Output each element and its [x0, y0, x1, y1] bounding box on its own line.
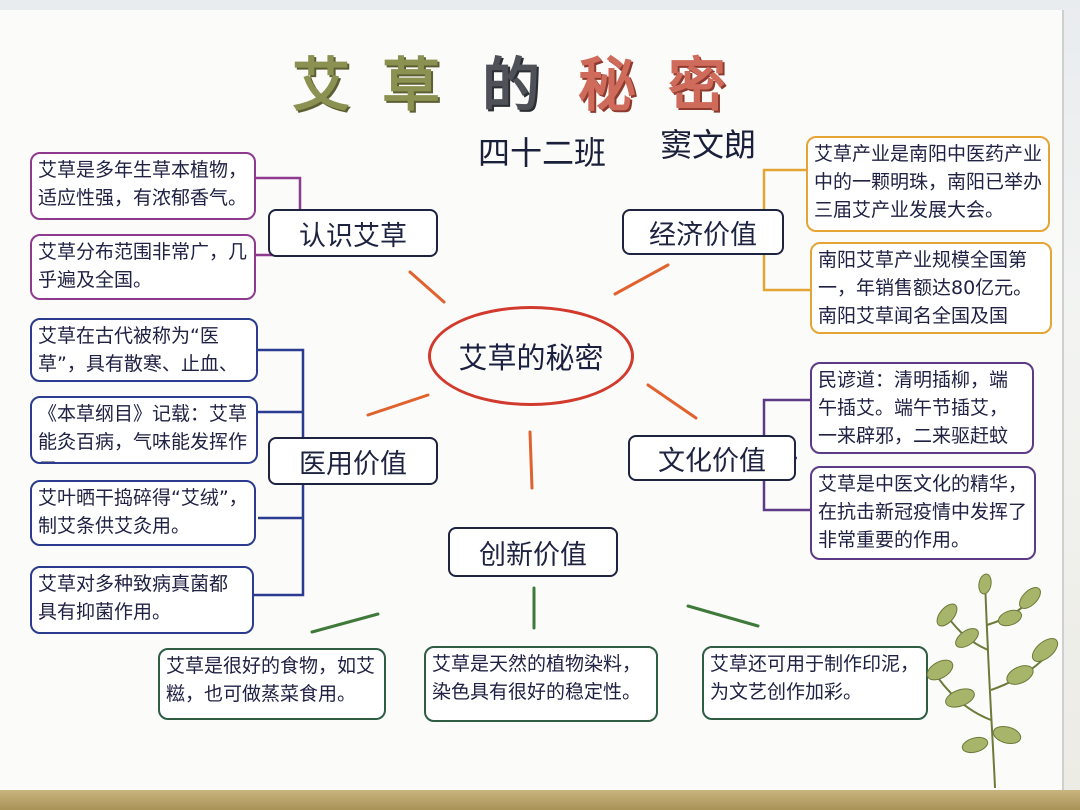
- center-ellipse: 艾草的秘密: [428, 306, 634, 406]
- economy-fact-1: 艾草产业是南阳中医药产业中的一颗明珠，南阳已举办三届艾产业发展大会。: [806, 136, 1050, 232]
- innovation-rays: [310, 586, 760, 634]
- title-char-3: 的: [482, 51, 541, 119]
- medical-fact-2: 《本草纲目》记载：艾草能灸百病，气味能发挥作用。: [30, 396, 258, 464]
- ray-top-right: [613, 263, 670, 296]
- innovation-label: 创新价值: [448, 527, 618, 577]
- ray-bottom-right: [646, 383, 698, 420]
- economy-fact-2: 南阳艾草产业规模全国第一，年销售额达80亿元。南阳艾草闻名全国及国外。: [810, 242, 1052, 334]
- culture-label: 文化价值: [628, 435, 796, 481]
- medical-fact-4: 艾草对多种致病真菌都具有抑菌作用。: [30, 566, 254, 634]
- medical-fact-1: 艾草在古代被称为“医草”，具有散寒、止血、消炎作用。: [30, 318, 258, 382]
- know-fact-1: 艾草是多年生草本植物，适应性强，有浓郁香气。: [30, 152, 256, 220]
- title-char-1: 艾: [292, 51, 351, 119]
- mugwort-plant-drawing: [926, 573, 1059, 789]
- medical-fact-3: 艾叶晒干捣碎得“艾绒”，制艾条供艾灸用。: [30, 480, 256, 546]
- center-rays: [366, 263, 698, 490]
- know-label: 认识艾草: [268, 209, 438, 257]
- ray-bottom-left: [366, 393, 430, 417]
- title-char-5: 密: [668, 51, 727, 119]
- culture-fact-2: 艾草是中医文化的精华，在抗击新冠疫情中发挥了非常重要的作用。: [810, 466, 1036, 560]
- know-fact-2: 艾草分布范围非常广，几乎遍及全国。: [30, 234, 256, 300]
- innovation-fact-1: 艾草是很好的食物，如艾糍，也可做蒸菜食用。: [158, 648, 386, 720]
- ray-bottom: [528, 430, 534, 490]
- innovation-fact-2: 艾草是天然的植物染料，染色具有很好的稳定性。: [424, 646, 658, 722]
- title-char-4: 秘: [578, 51, 637, 119]
- innovation-fact-3: 艾草还可用于制作印泥，为文艺创作加彩。: [702, 646, 928, 720]
- economy-label: 经济价值: [622, 209, 784, 255]
- author-name: 窦文朗: [660, 126, 757, 164]
- medical-label: 医用价值: [268, 437, 438, 485]
- ray-top-left: [408, 270, 446, 304]
- table-edge: [0, 790, 1080, 810]
- class-label: 四十二班: [478, 134, 607, 172]
- title-char-2: 草: [382, 51, 441, 119]
- culture-fact-1: 民谚道：清明插柳，端午插艾。端午节插艾，一来辟邪，二来驱赶蚊虫。: [810, 362, 1034, 454]
